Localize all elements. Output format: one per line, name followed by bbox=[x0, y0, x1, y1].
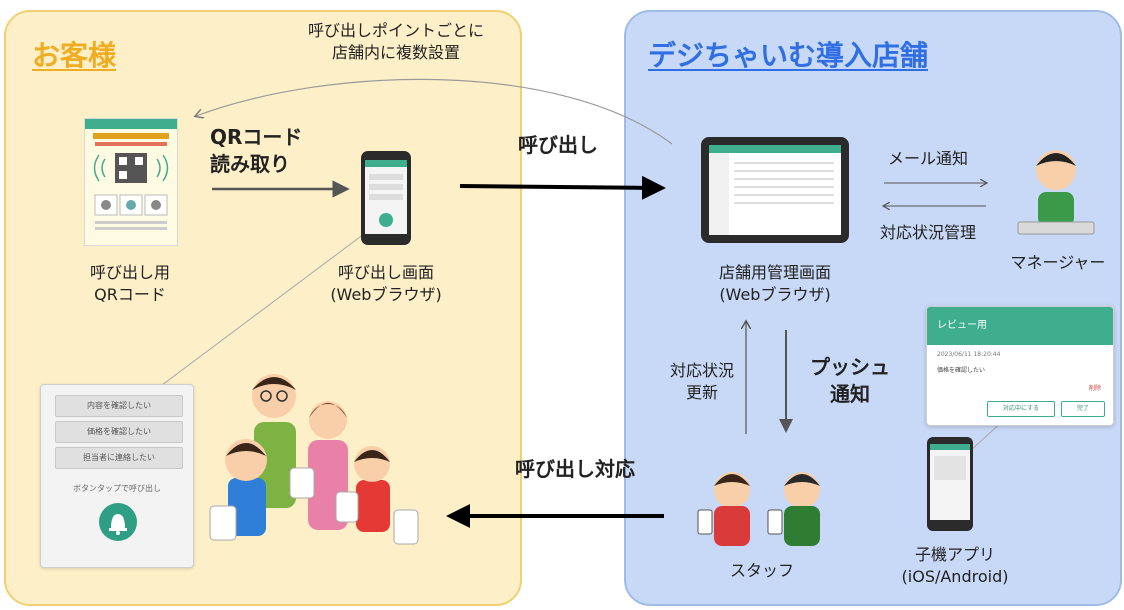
review-card-title: レビュー用 bbox=[937, 320, 987, 331]
child-app-label: 子機アプリ (iOS/Android) bbox=[901, 545, 1009, 586]
call-option-button[interactable]: 価格を確認したい bbox=[55, 421, 183, 443]
manager-illustration bbox=[1017, 150, 1095, 235]
placement-note: 呼び出しポイントごとに 店舗内に複数設置 bbox=[307, 21, 484, 62]
child-app-phone-icon bbox=[927, 437, 973, 531]
call-option-button[interactable]: 担当者に連絡したい bbox=[55, 447, 183, 469]
staff-label: スタッフ bbox=[729, 561, 794, 580]
placement-curve bbox=[196, 78, 673, 145]
done-button[interactable]: 完了 bbox=[1061, 401, 1105, 417]
review-card-date: 2023/06/11 18:20:44 bbox=[937, 351, 1001, 358]
push-notice-label: プッシュ 通知 bbox=[810, 355, 890, 406]
review-notification-card: レビュー用 2023/06/11 18:20:44 価格を確認したい 削除 対応… bbox=[926, 306, 1114, 426]
manager-label: マネージャー bbox=[1010, 253, 1106, 272]
admin-label: 店舗用管理画面 (Webブラウザ) bbox=[718, 263, 831, 304]
staff-illustration bbox=[697, 472, 820, 546]
status-update-label: 対応状況 更新 bbox=[669, 361, 734, 402]
admin-monitor-icon bbox=[701, 137, 849, 243]
review-card-message: 価格を確認したい bbox=[937, 367, 986, 374]
in-progress-button[interactable]: 対応中にする bbox=[987, 401, 1055, 417]
call-hint: ボタンタップで呼び出し bbox=[73, 484, 161, 493]
qr-scan-label: QRコード 読み取り bbox=[210, 125, 303, 176]
review-card-header: レビュー用 bbox=[927, 307, 1113, 345]
smartphone-icon bbox=[361, 151, 411, 245]
bell-icon bbox=[109, 514, 127, 535]
call-response-label: 呼び出し対応 bbox=[515, 457, 635, 481]
qr-code-icon bbox=[85, 119, 177, 230]
call-arrow bbox=[459, 175, 666, 200]
scan-guide-line bbox=[149, 221, 381, 395]
call-bell-button[interactable] bbox=[99, 503, 137, 541]
delete-button[interactable]: 削除 bbox=[1088, 385, 1101, 392]
family-illustration bbox=[209, 374, 419, 545]
call-option-button[interactable]: 内容を確認したい bbox=[55, 395, 183, 417]
qr-label: 呼び出し用 QRコード bbox=[89, 263, 170, 304]
call-screen-card: 内容を確認したい 価格を確認したい 担当者に連絡したい ボタンタップで呼び出し bbox=[40, 384, 194, 568]
status-manage-label: 対応状況管理 bbox=[879, 223, 976, 242]
call-screen-label: 呼び出し画面 (Webブラウザ) bbox=[330, 263, 442, 304]
qr-code-poster bbox=[84, 118, 178, 246]
customer-title: お客様 bbox=[32, 39, 117, 72]
store-title: デジちゃいむ導入店舗 bbox=[648, 39, 929, 72]
mail-label: メール通知 bbox=[887, 149, 968, 168]
call-label: 呼び出し bbox=[518, 133, 598, 157]
